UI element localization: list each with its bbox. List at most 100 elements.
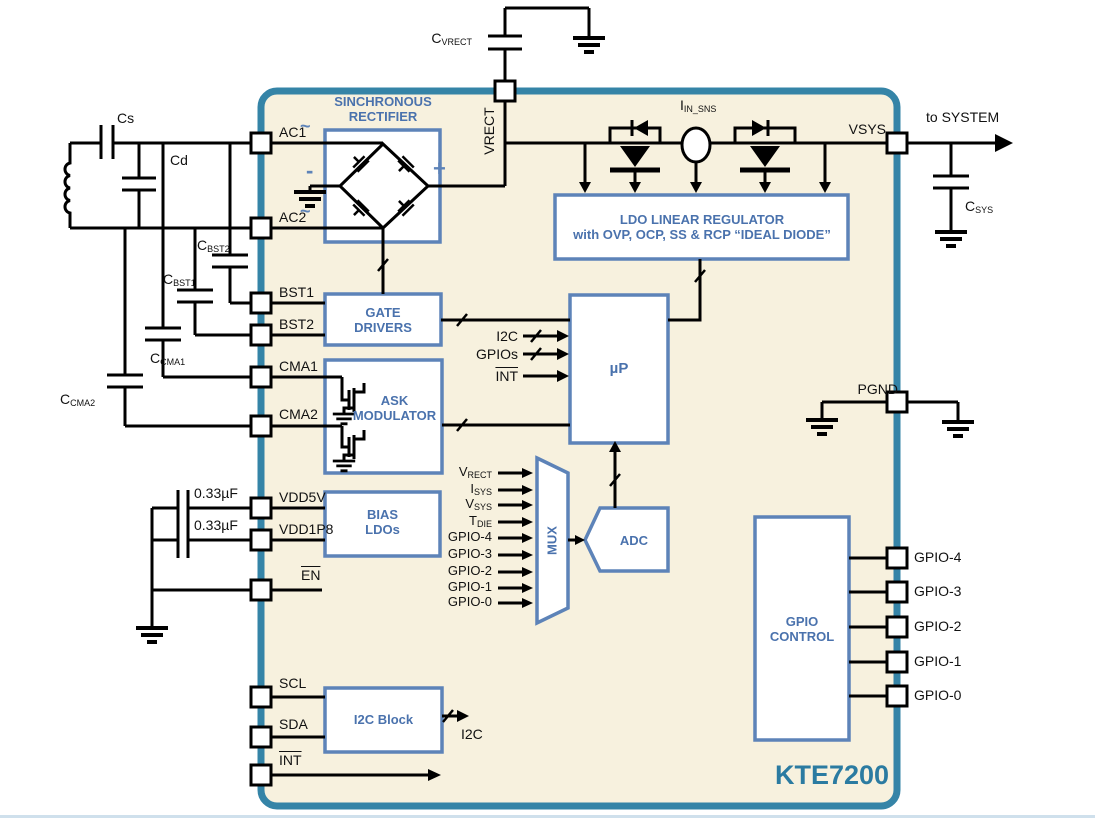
pin-label-gpio0: GPIO-0 (914, 687, 962, 703)
cs-label: Cs (117, 110, 135, 126)
gpio-output-wires (849, 556, 888, 698)
arrowheads (428, 120, 1013, 781)
pin-vsys (885, 131, 909, 155)
microprocessor-label: µP (609, 360, 629, 377)
pin-label-scl: SCL (279, 675, 307, 691)
pin-squares (249, 79, 909, 787)
capacitor-cvrect-icon (488, 6, 591, 81)
adc-label: ADC (619, 533, 649, 548)
ground-icon (571, 36, 607, 54)
pgnd-wires (820, 400, 960, 422)
sync-rectifier-block (323, 128, 442, 244)
pin-label-vdd1p8: VDD1P8 (279, 521, 334, 537)
i2c-out-label: I2C (461, 726, 483, 742)
gpio-control-block (753, 515, 851, 742)
capacitor-cbst2-icon (212, 143, 251, 305)
pin-ac1 (249, 131, 273, 155)
cd-label: Cd (170, 152, 188, 168)
bus-slash-marks (377, 258, 706, 723)
gpios-in-label: GPIOs (475, 346, 518, 362)
capacitor-cbst1-icon (177, 228, 251, 337)
cvrect-label: CVRECT (431, 30, 472, 47)
current-sense-icon (680, 126, 712, 164)
pin-gpio4 (885, 546, 909, 570)
ground-icon (134, 626, 170, 644)
capacitor-vdd5v-icon (152, 490, 251, 526)
pin-label-gpio1: GPIO-1 (914, 653, 962, 669)
ground-icon (933, 230, 969, 248)
pin-cma1 (249, 365, 273, 389)
ac1-tilde-mark: ~ (300, 116, 311, 136)
to-system-arrowhead (995, 134, 1013, 152)
pin-sda (249, 725, 273, 749)
rectifier-minus-mark: - (306, 158, 314, 183)
mux-input-wires (498, 471, 522, 605)
pin-gpio0 (885, 684, 909, 708)
powerfet2-arrow (750, 146, 780, 167)
capacitor-ccma2-icon (107, 228, 251, 428)
pin-bst1 (249, 291, 273, 315)
i2c-block (323, 686, 444, 754)
pin-vdd5v (249, 496, 273, 520)
pin-gpio2 (885, 615, 909, 639)
pin-label-pgnd: PGND (857, 381, 898, 397)
ccma1-label: CCMA1 (150, 350, 186, 367)
ask-modulator-label: ASK MODULATOR (352, 393, 437, 423)
ask-mosfet-icons (272, 375, 366, 460)
mux-in-gpio4-label: GPIO-4 (447, 529, 492, 544)
pin-label-en: EN (301, 567, 321, 583)
mux-in-isys-label: ISYS (470, 481, 492, 497)
pin-ac2 (249, 216, 273, 240)
ac2-tilde-mark: ~ (300, 201, 311, 221)
mux-in-gpio0-label: GPIO-0 (447, 594, 492, 609)
wiring-layer (63, 6, 995, 777)
mux-shape (535, 455, 570, 626)
pin-vrect (493, 79, 517, 103)
capacitor-cd-icon (122, 143, 156, 228)
page-bottom-rule (0, 815, 1095, 818)
ldo-regulator-label: LDO LINEAR REGULATOR with OVP, OCP, SS &… (573, 212, 831, 242)
pin-label-int: INT (279, 752, 302, 768)
mux-in-gpio3-label: GPIO-3 (447, 546, 492, 561)
microprocessor-block (568, 293, 670, 445)
pin-label-bst1: BST1 (279, 284, 315, 300)
vdd-ground-bus-wire (150, 508, 251, 628)
pin-bst2 (249, 323, 273, 347)
pin-label-ac1: AC1 (279, 124, 307, 140)
mux-in-gpio1-label: GPIO-1 (447, 579, 492, 594)
vdd1p8-cap-label: 0.33µF (194, 517, 238, 533)
bias-ldos-block (323, 490, 442, 558)
gpio-control-label: GPIO CONTROL (769, 614, 835, 644)
capacitor-vdd1p8-icon (152, 522, 251, 558)
pin-label-bst2: BST2 (279, 316, 315, 332)
pin-label-ac2: AC2 (279, 209, 307, 225)
pin-label-gpio4: GPIO-4 (914, 549, 962, 565)
pin-gpio3 (885, 580, 909, 604)
part-number-label: KTE7200 (774, 760, 890, 790)
i2c-block-label: I2C Block (353, 712, 414, 727)
pin-gpio1 (885, 650, 909, 674)
mux-in-gpio2-label: GPIO-2 (447, 563, 492, 578)
pin-label-vdd5v: VDD5V (279, 489, 326, 505)
pin-label-vrect: VRECT (481, 107, 497, 155)
pin-label-sda: SDA (279, 716, 308, 732)
bias-ldos-label: BIAS LDOs (365, 507, 400, 537)
mux-label: MUX (544, 526, 560, 555)
adc-shape (583, 506, 670, 573)
pin-vdd1p8 (249, 528, 273, 552)
capacitor-ccma1-icon (145, 143, 251, 379)
up-input-wires (523, 334, 557, 378)
diode2-icon (752, 120, 766, 136)
iin-sns-label: IIN_SNS (680, 97, 717, 114)
capacitor-cs-icon (99, 125, 115, 159)
vdd5v-cap-label: 0.33µF (194, 485, 238, 501)
inductor-icon (63, 143, 72, 228)
ccma2-label: CCMA2 (60, 391, 96, 408)
mux-in-vrect-label: VRECT (458, 464, 492, 480)
ldo-feed-wires (583, 143, 827, 182)
pin-label-vsys: VSYS (848, 121, 886, 137)
pin-label-cma1: CMA1 (279, 358, 318, 374)
pin-int (249, 763, 273, 787)
pin-cma2 (249, 414, 273, 438)
